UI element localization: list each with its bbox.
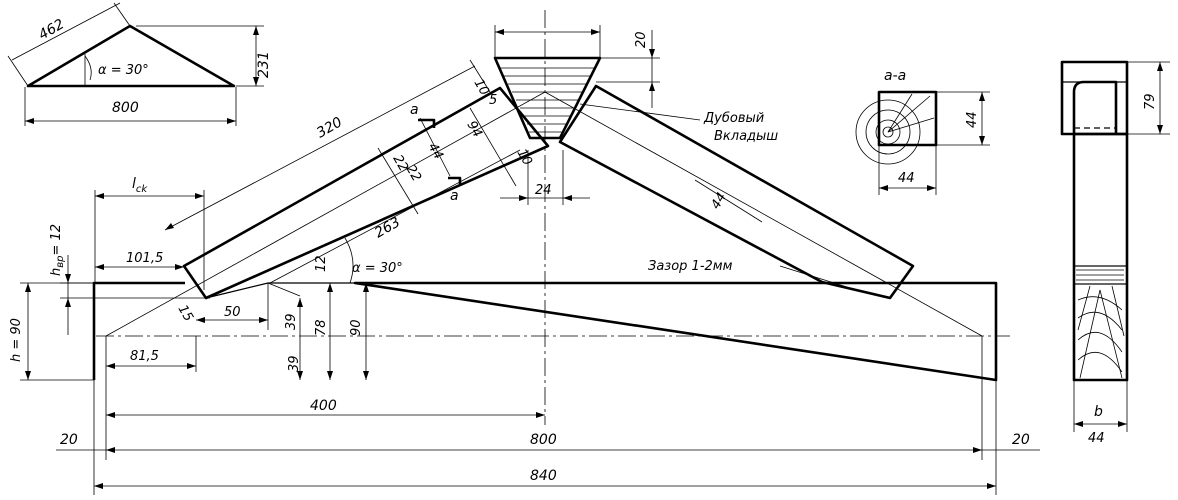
dim-20-right: 20 — [1012, 432, 1030, 448]
l-ck-label: lck — [132, 176, 148, 195]
scheme-angle-label: α = 30° — [98, 63, 149, 78]
section-a-a: а-а 44 44 — [855, 68, 990, 195]
oak-insert — [493, 56, 602, 140]
dim-10-top: 10 — [471, 77, 492, 99]
dim-800: 800 — [530, 432, 557, 448]
side-view-post — [1072, 132, 1129, 382]
side-view-grain — [1076, 269, 1125, 379]
section-width-label: 44 — [898, 171, 915, 186]
dim-90: 90 — [349, 319, 364, 336]
section-rect — [877, 90, 938, 147]
dim-101-5: 101,5 — [126, 251, 163, 266]
dim-400: 400 — [310, 398, 337, 414]
side-view: 79 b 44 — [1060, 60, 1170, 446]
dim-44-right-rafter: 44 — [708, 190, 729, 212]
right-rafter — [558, 84, 915, 300]
gap-label: Зазор 1-2мм — [648, 259, 733, 274]
side-height-label: 79 — [1143, 93, 1158, 110]
h-90-label: h = 90 — [9, 318, 24, 362]
section-mark-bottom — [448, 176, 462, 186]
truss-scheme: 800 462 231 α = 30° — [7, 2, 272, 126]
dim-15: 15 — [175, 303, 196, 325]
svg-text:a: a — [410, 102, 419, 118]
truss-joint: 20 24 320 10 5 94 44 22 22 10 a a — [9, 10, 1040, 495]
dim-320-line — [164, 65, 476, 231]
dim-50: 50 — [224, 305, 241, 320]
section-height-label: 44 — [965, 111, 980, 128]
side-b-label: b — [1094, 404, 1103, 420]
scheme-span-label: 800 — [112, 100, 139, 116]
dim-10-bottom: 10 — [514, 147, 535, 169]
dim-20-left: 20 — [60, 432, 78, 448]
svg-text:a: a — [450, 188, 459, 204]
dim-20-label: 20 — [634, 31, 649, 48]
h-bp-label: hвр= 12 — [49, 224, 66, 276]
dim-39b: 39 — [287, 355, 302, 372]
dim-24-label: 24 — [535, 183, 552, 198]
dim-44: 44 — [425, 141, 446, 163]
annotations: Дубовый Вкладыш Зазор 1-2мм — [579, 103, 851, 289]
oak-insert-label-2: Вкладыш — [714, 129, 778, 144]
section-mark-top — [418, 118, 436, 128]
scheme-rise-label: 231 — [256, 51, 272, 78]
dim-263-label: 263 — [372, 214, 403, 241]
dim-22b: 22 — [403, 163, 424, 185]
dim-94: 94 — [464, 119, 485, 141]
dim-22a: 22 — [390, 153, 411, 175]
notch-seat — [205, 282, 355, 299]
dim-39a: 39 — [284, 313, 299, 330]
dim-81-5: 81,5 — [130, 349, 159, 364]
oak-insert-grain — [500, 67, 596, 133]
dim-12-label: 12 — [314, 255, 329, 272]
oak-insert-label-1: Дубовый — [703, 111, 764, 126]
scheme-triangle — [26, 24, 236, 88]
dim-840: 840 — [530, 468, 557, 484]
section-title: а-а — [884, 68, 906, 84]
side-width-label: 44 — [1088, 431, 1105, 446]
scheme-slope-dim — [11, 2, 121, 61]
joint-angle-label: α = 30° — [352, 261, 403, 276]
dim-78: 78 — [314, 319, 329, 336]
dim-5: 5 — [489, 93, 497, 108]
